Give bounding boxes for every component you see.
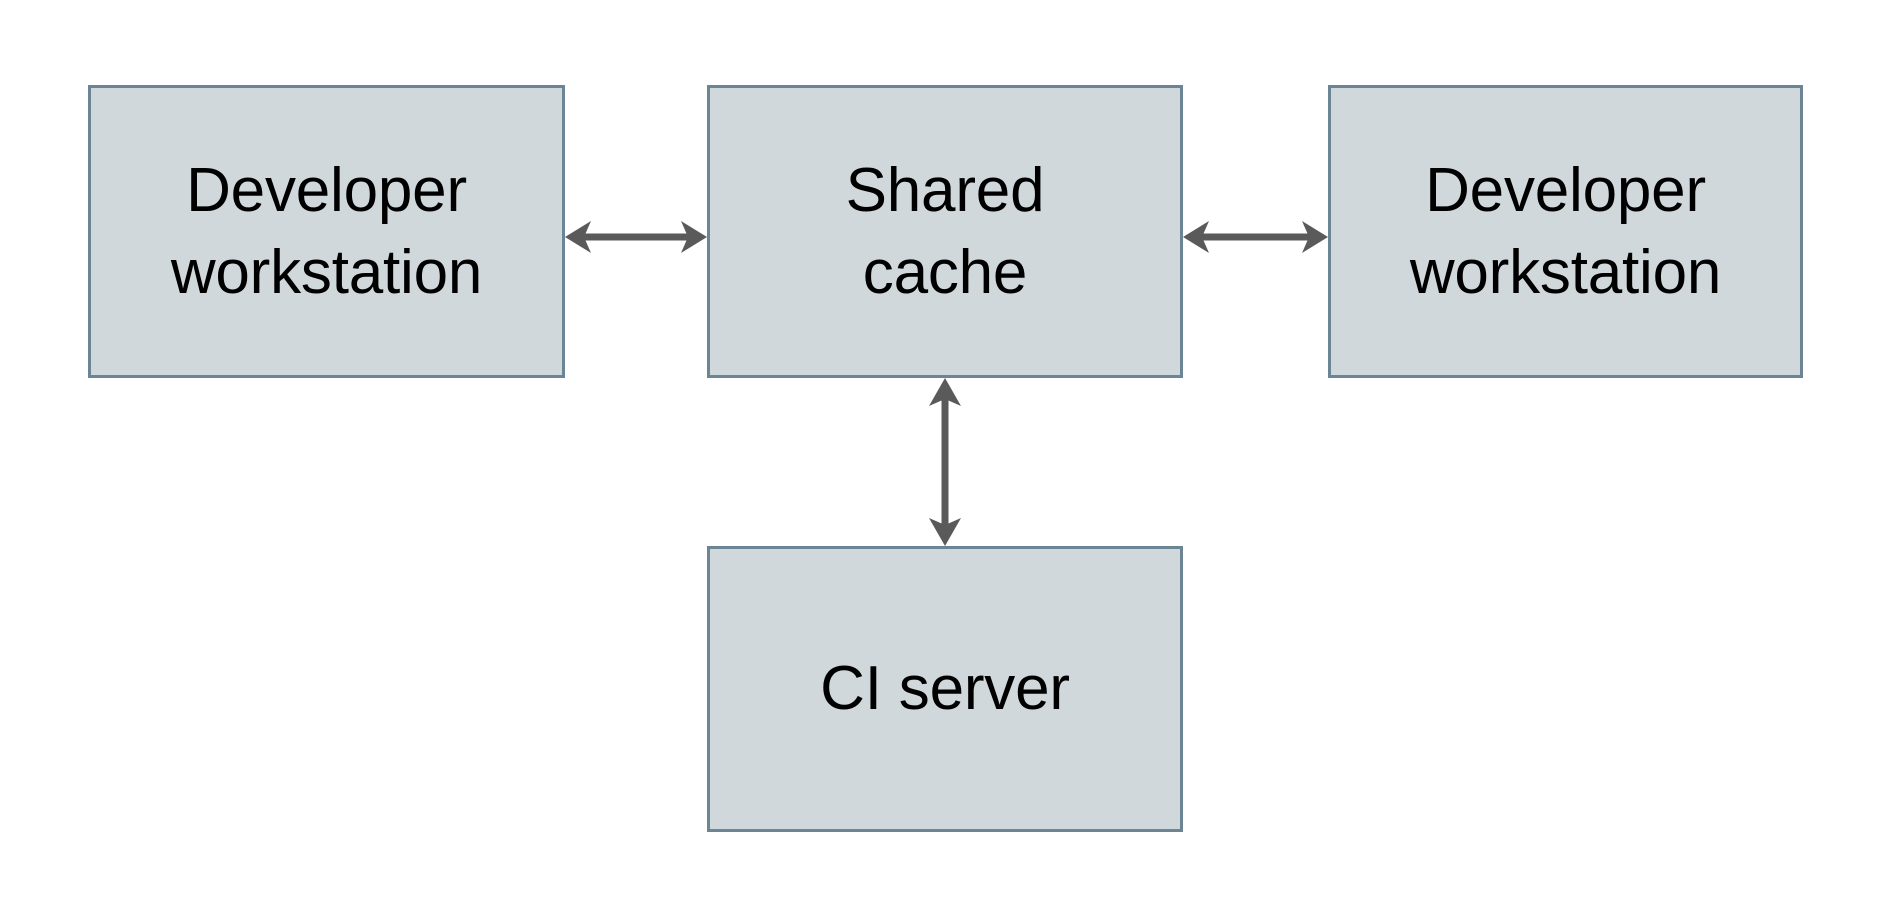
node-label: Developer workstation [170,155,483,307]
bidirectional-arrow-icon [565,221,707,253]
edge-developer-workstation-left-to-shared-cache[interactable] [565,207,707,267]
node-label: CI server [820,654,1070,724]
node-developer-workstation-left[interactable]: Developer workstation [88,85,565,378]
node-label: Shared cache [845,155,1045,307]
node-ci-server[interactable]: CI server [707,546,1183,832]
node-label: Developer workstation [1409,155,1722,307]
bidirectional-arrow-icon [1183,221,1328,253]
edge-shared-cache-to-developer-workstation-right[interactable] [1183,207,1328,267]
edge-shared-cache-to-ci-server[interactable] [915,378,975,546]
bidirectional-arrow-icon [929,378,961,546]
node-developer-workstation-right[interactable]: Developer workstation [1328,85,1803,378]
node-shared-cache[interactable]: Shared cache [707,85,1183,378]
